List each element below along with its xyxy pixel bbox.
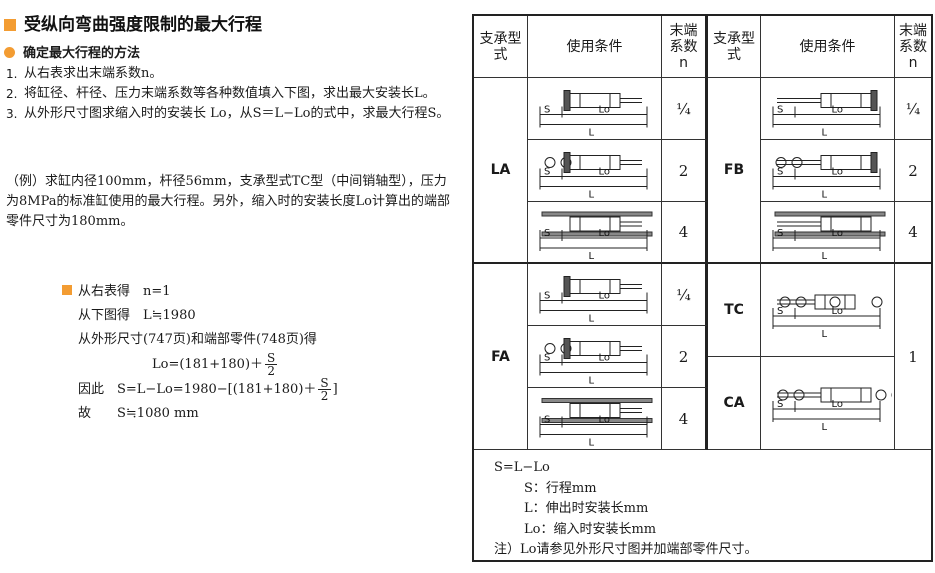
square-bullet-icon [4, 19, 16, 31]
header-mount-right: 支承型式 [708, 16, 761, 78]
coef-la-3: 4 [662, 202, 708, 264]
mount-code-la: LA [474, 78, 528, 264]
section-subtitle: 确定最大行程的方法 [4, 42, 140, 61]
svg-text:S: S [777, 105, 783, 116]
svg-text:Lo: Lo [599, 228, 611, 239]
header-coef-left: 末端系数n [662, 16, 708, 78]
svg-text:L: L [822, 422, 828, 433]
svg-text:S: S [544, 167, 550, 178]
left-text-panel: 受纵向弯曲强度限制的最大行程 确定最大行程的方法 1.从右表求出末端系数n。 2… [0, 0, 465, 573]
svg-text:Lo: Lo [832, 105, 844, 116]
svg-text:L: L [822, 329, 828, 340]
header-condition-right: 使用条件 [761, 16, 895, 78]
svg-text:L: L [822, 128, 828, 138]
note-lo: Lo：缩入时安装长mm [524, 521, 657, 537]
page-title: 受纵向弯曲强度限制的最大行程 [4, 10, 262, 35]
calc-line: 从外形尺寸(747页)和端部零件(748页)得 [78, 332, 317, 347]
mount-code-ca: CA [708, 357, 761, 450]
note-footnote: 注）Lo请参见外形尺寸图并加端部零件尺寸。 [494, 542, 758, 557]
table-notes: S=L−Lo S：行程mm L：伸出时安装长mm Lo：缩入时安装长mm 注）L… [474, 452, 931, 561]
calc-line: 故 S≒1080 mm [78, 406, 199, 421]
circle-bullet-icon [4, 47, 15, 58]
square-bullet-icon [62, 285, 72, 295]
svg-text:L: L [589, 314, 595, 324]
method-steps: 1.从右表求出末端系数n。 2.将缸径、杆径、压力末端系数等各种数值填入下图，求… [6, 64, 461, 124]
coef-fb-3: 4 [895, 202, 931, 264]
svg-text:L: L [589, 251, 595, 260]
svg-text:S: S [544, 228, 550, 239]
svg-text:L: L [822, 251, 828, 260]
svg-text:Lo: Lo [832, 399, 844, 410]
svg-text:S: S [777, 399, 783, 410]
svg-text:S: S [544, 353, 550, 364]
calc-line: 从右表得 n=1 [62, 280, 338, 304]
mount-code-fb: FB [708, 78, 761, 264]
coef-fa-2: 2 [662, 326, 708, 388]
header-mount-left: 支承型式 [474, 16, 528, 78]
svg-text:S: S [544, 415, 550, 426]
formula-text: S=L−Lo [494, 460, 550, 475]
step-item: 3.从外形尺寸图求缩入时的安装长 Lo，从S＝L−Lo的式中，求最大行程S。 [6, 106, 450, 121]
header-condition-left: 使用条件 [528, 16, 662, 78]
svg-text:Lo: Lo [599, 415, 611, 426]
coef-la-2: 2 [662, 140, 708, 202]
step-item: 1.从右表求出末端系数n。 [6, 66, 163, 81]
svg-text:Lo: Lo [832, 306, 844, 317]
svg-text:L: L [589, 190, 595, 200]
coef-fb-1: ¼ [895, 78, 931, 140]
svg-text:Lo: Lo [832, 167, 844, 178]
svg-text:L: L [589, 376, 595, 386]
svg-text:Lo: Lo [832, 228, 844, 239]
svg-text:S: S [777, 167, 783, 178]
coef-la-1: ¼ [662, 78, 708, 140]
note-s: S：行程mm [524, 480, 597, 496]
note-l: L：伸出时安装长mm [524, 501, 649, 516]
example-paragraph: （例）求缸内径100mm，杆径56mm，支承型式TC型（中间销轴型），压力为8M… [6, 174, 450, 229]
svg-text:Lo: Lo [599, 167, 611, 178]
coef-tc-ca: 1 [895, 264, 931, 450]
example-calculation: 从右表得 n=1 从下图得 L≒1980 从外形尺寸(747页)和端部零件(74… [62, 280, 338, 426]
coef-fa-3: 4 [662, 388, 708, 450]
step-item: 2.将缸径、杆径、压力末端系数等各种数值填入下图，求出最大安装长L。 [6, 86, 436, 101]
svg-text:L: L [589, 128, 595, 138]
mount-code-tc: TC [708, 264, 761, 357]
svg-text:Lo: Lo [599, 105, 611, 116]
coef-fb-2: 2 [895, 140, 931, 202]
svg-text:L: L [822, 190, 828, 200]
svg-text:L: L [589, 438, 595, 448]
svg-text:S: S [777, 306, 783, 317]
svg-text:S: S [777, 228, 783, 239]
coef-fa-1: ¼ [662, 264, 708, 326]
header-coef-right: 末端系数n [895, 16, 931, 78]
mount-code-fa: FA [474, 264, 528, 450]
svg-text:Lo: Lo [599, 353, 611, 364]
calc-line: 从下图得 L≒1980 [78, 308, 196, 323]
svg-text:Lo: Lo [599, 291, 611, 302]
end-coefficient-table: 支承型式 使用条件 末端系数n 支承型式 使用条件 末端系数n LA FA S L… [472, 14, 933, 562]
svg-text:S: S [544, 291, 550, 302]
svg-text:S: S [544, 105, 550, 116]
